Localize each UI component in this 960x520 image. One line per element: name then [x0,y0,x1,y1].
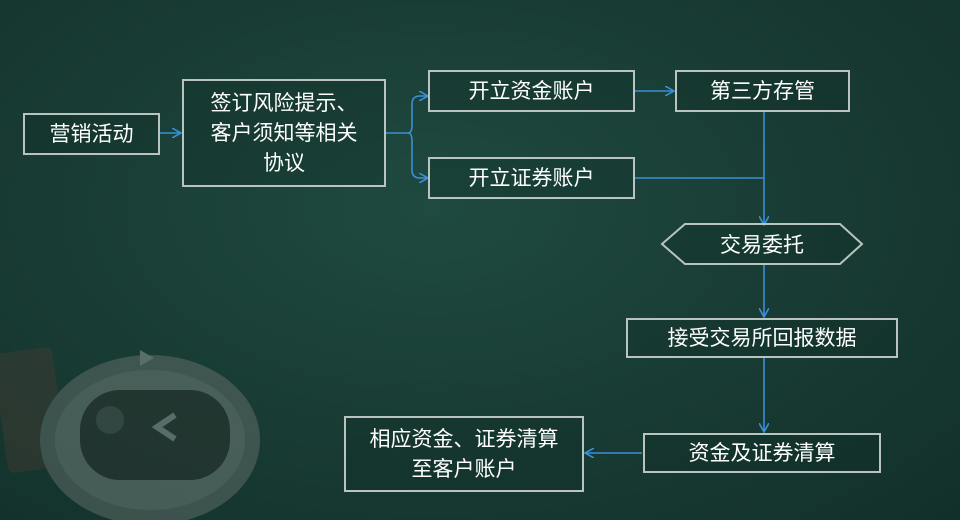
node-marketing-label: 营销活动 [49,122,134,146]
node-open-fund-account: 开立资金账户 [428,70,635,112]
node-trade-order: 交易委托 [662,224,862,264]
node-third-party-custody: 第三方存管 [675,70,850,112]
node-settle-to-customer-line1: 相应资金、证券清算 [369,427,559,451]
node-sign-agreement-line3: 协议 [263,151,305,175]
node-third-party-custody-label: 第三方存管 [710,79,815,103]
node-open-securities-account: 开立证券账户 [428,157,635,199]
node-fund-securities-clearing-label: 资金及证券清算 [688,441,836,465]
node-sign-agreement-line1: 签订风险提示、 [210,91,358,115]
node-sign-agreement: 签订风险提示、 客户须知等相关 协议 [182,79,386,187]
robot-mascot-icon [0,347,260,520]
node-trade-order-label: 交易委托 [720,233,804,257]
node-receive-exchange-data: 接受交易所回报数据 [626,318,898,358]
node-fund-securities-clearing: 资金及证券清算 [643,433,881,473]
node-settle-to-customer-line2: 至客户账户 [411,457,517,481]
node-open-fund-account-label: 开立资金账户 [468,79,595,103]
node-receive-exchange-data-label: 接受交易所回报数据 [667,326,857,350]
node-marketing: 营销活动 [23,113,160,155]
node-open-securities-account-label: 开立证券账户 [468,166,595,190]
node-settle-to-customer: 相应资金、证券清算 至客户账户 [344,416,584,492]
node-sign-agreement-line2: 客户须知等相关 [210,121,358,145]
